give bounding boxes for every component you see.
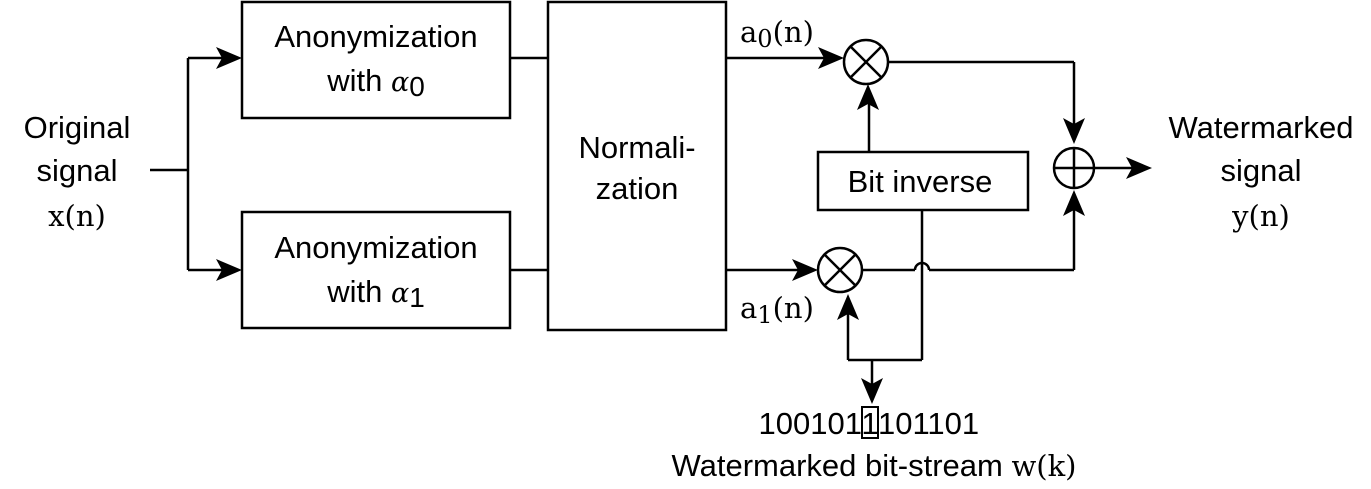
bitstream-sequence: 100101 1 101101 xyxy=(759,406,979,441)
bitstream-highlighted-bit: 1 xyxy=(861,406,878,441)
anonymization-0-subscript: 0 xyxy=(409,71,425,102)
output-label-line1: Watermarked xyxy=(1169,110,1354,145)
normalization-box xyxy=(546,0,728,332)
input-signal-symbol: x(n) xyxy=(48,199,106,233)
bitstream-caption-symbol: w(k) xyxy=(1011,449,1076,483)
input-split-wires xyxy=(150,47,242,281)
bitstream-bits-before: 100101 xyxy=(759,406,862,441)
output-signal-label: Watermarked signal y(n) xyxy=(1169,110,1354,233)
branch-a1-base: a xyxy=(740,291,757,325)
wire-crossover-hop xyxy=(913,261,931,271)
bit-inverse-box xyxy=(816,150,1030,212)
highlighted-bit-box xyxy=(861,406,879,439)
anonymization-block-0: Anonymization with α0 xyxy=(240,0,512,120)
adder xyxy=(1052,146,1096,190)
anonymization-1-with: with xyxy=(326,274,391,309)
arrow-mult0-to-adder xyxy=(1063,118,1085,144)
anonymization-block-1: Anonymization with α1 xyxy=(240,210,512,330)
arrow-to-mult1-from-bitstream xyxy=(837,294,859,320)
anonymization-1-param: with α1 xyxy=(326,274,425,313)
branch-a1-subscript: 1 xyxy=(757,301,772,329)
arrow-to-bitstream xyxy=(861,378,883,404)
arrow-to-output xyxy=(1126,157,1152,179)
branch-a0-arg: (n) xyxy=(773,15,814,49)
anonymization-0-param: with α0 xyxy=(326,63,425,102)
anonymization-box-0 xyxy=(240,0,512,120)
normalization-block: Normali- zation xyxy=(546,0,728,332)
branch-a1-arg: (n) xyxy=(773,291,814,325)
input-signal-label: Original signal x(n) xyxy=(24,110,131,233)
anonymization-0-with: with xyxy=(326,63,391,98)
multiplier-1 xyxy=(816,246,864,294)
normalization-line2: zation xyxy=(596,171,679,206)
arrow-to-mult0-from-bitinv xyxy=(857,84,879,110)
arrow-mult1-to-adder xyxy=(1063,190,1085,216)
branch-a0-base: a xyxy=(740,15,757,49)
bit-inverse-label: Bit inverse xyxy=(848,164,993,199)
bitstream-caption-text: Watermarked bit-stream xyxy=(672,448,1012,483)
bitstream-caption: Watermarked bit-stream w(k) xyxy=(672,448,1077,483)
branch-signal-a0: a0(n) xyxy=(740,15,814,53)
anonymization-1-alpha: α xyxy=(391,278,409,309)
normalization-line1: Normali- xyxy=(578,130,695,165)
arrow-to-mult1 xyxy=(792,259,818,281)
output-signal-symbol: y(n) xyxy=(1231,199,1290,233)
bitstream-bits-after: 101101 xyxy=(878,406,979,441)
output-wires xyxy=(862,60,1085,272)
output-label-line2: signal xyxy=(1221,153,1302,188)
multiplier-1-cross-b xyxy=(823,253,857,287)
anonymization-1-subscript: 1 xyxy=(409,282,425,313)
bitstream-loop-wires xyxy=(837,210,924,404)
branch-a0-subscript: 0 xyxy=(757,25,772,53)
branch-signal-a1: a1(n) xyxy=(740,291,814,329)
input-label-line1: Original xyxy=(24,110,131,145)
anonymization-1-title: Anonymization xyxy=(274,230,477,265)
input-label-line2: signal xyxy=(37,153,118,188)
arrow-to-anon1 xyxy=(216,259,242,281)
multiplier-0 xyxy=(842,38,890,86)
arrow-to-anon0 xyxy=(216,47,242,69)
anonymization-0-title: Anonymization xyxy=(274,19,477,54)
arrow-to-mult0 xyxy=(818,47,844,69)
anonymization-0-alpha: α xyxy=(391,67,409,98)
bit-inverse-block: Bit inverse xyxy=(816,150,1030,212)
multiplier-0-cross-b xyxy=(849,45,883,79)
